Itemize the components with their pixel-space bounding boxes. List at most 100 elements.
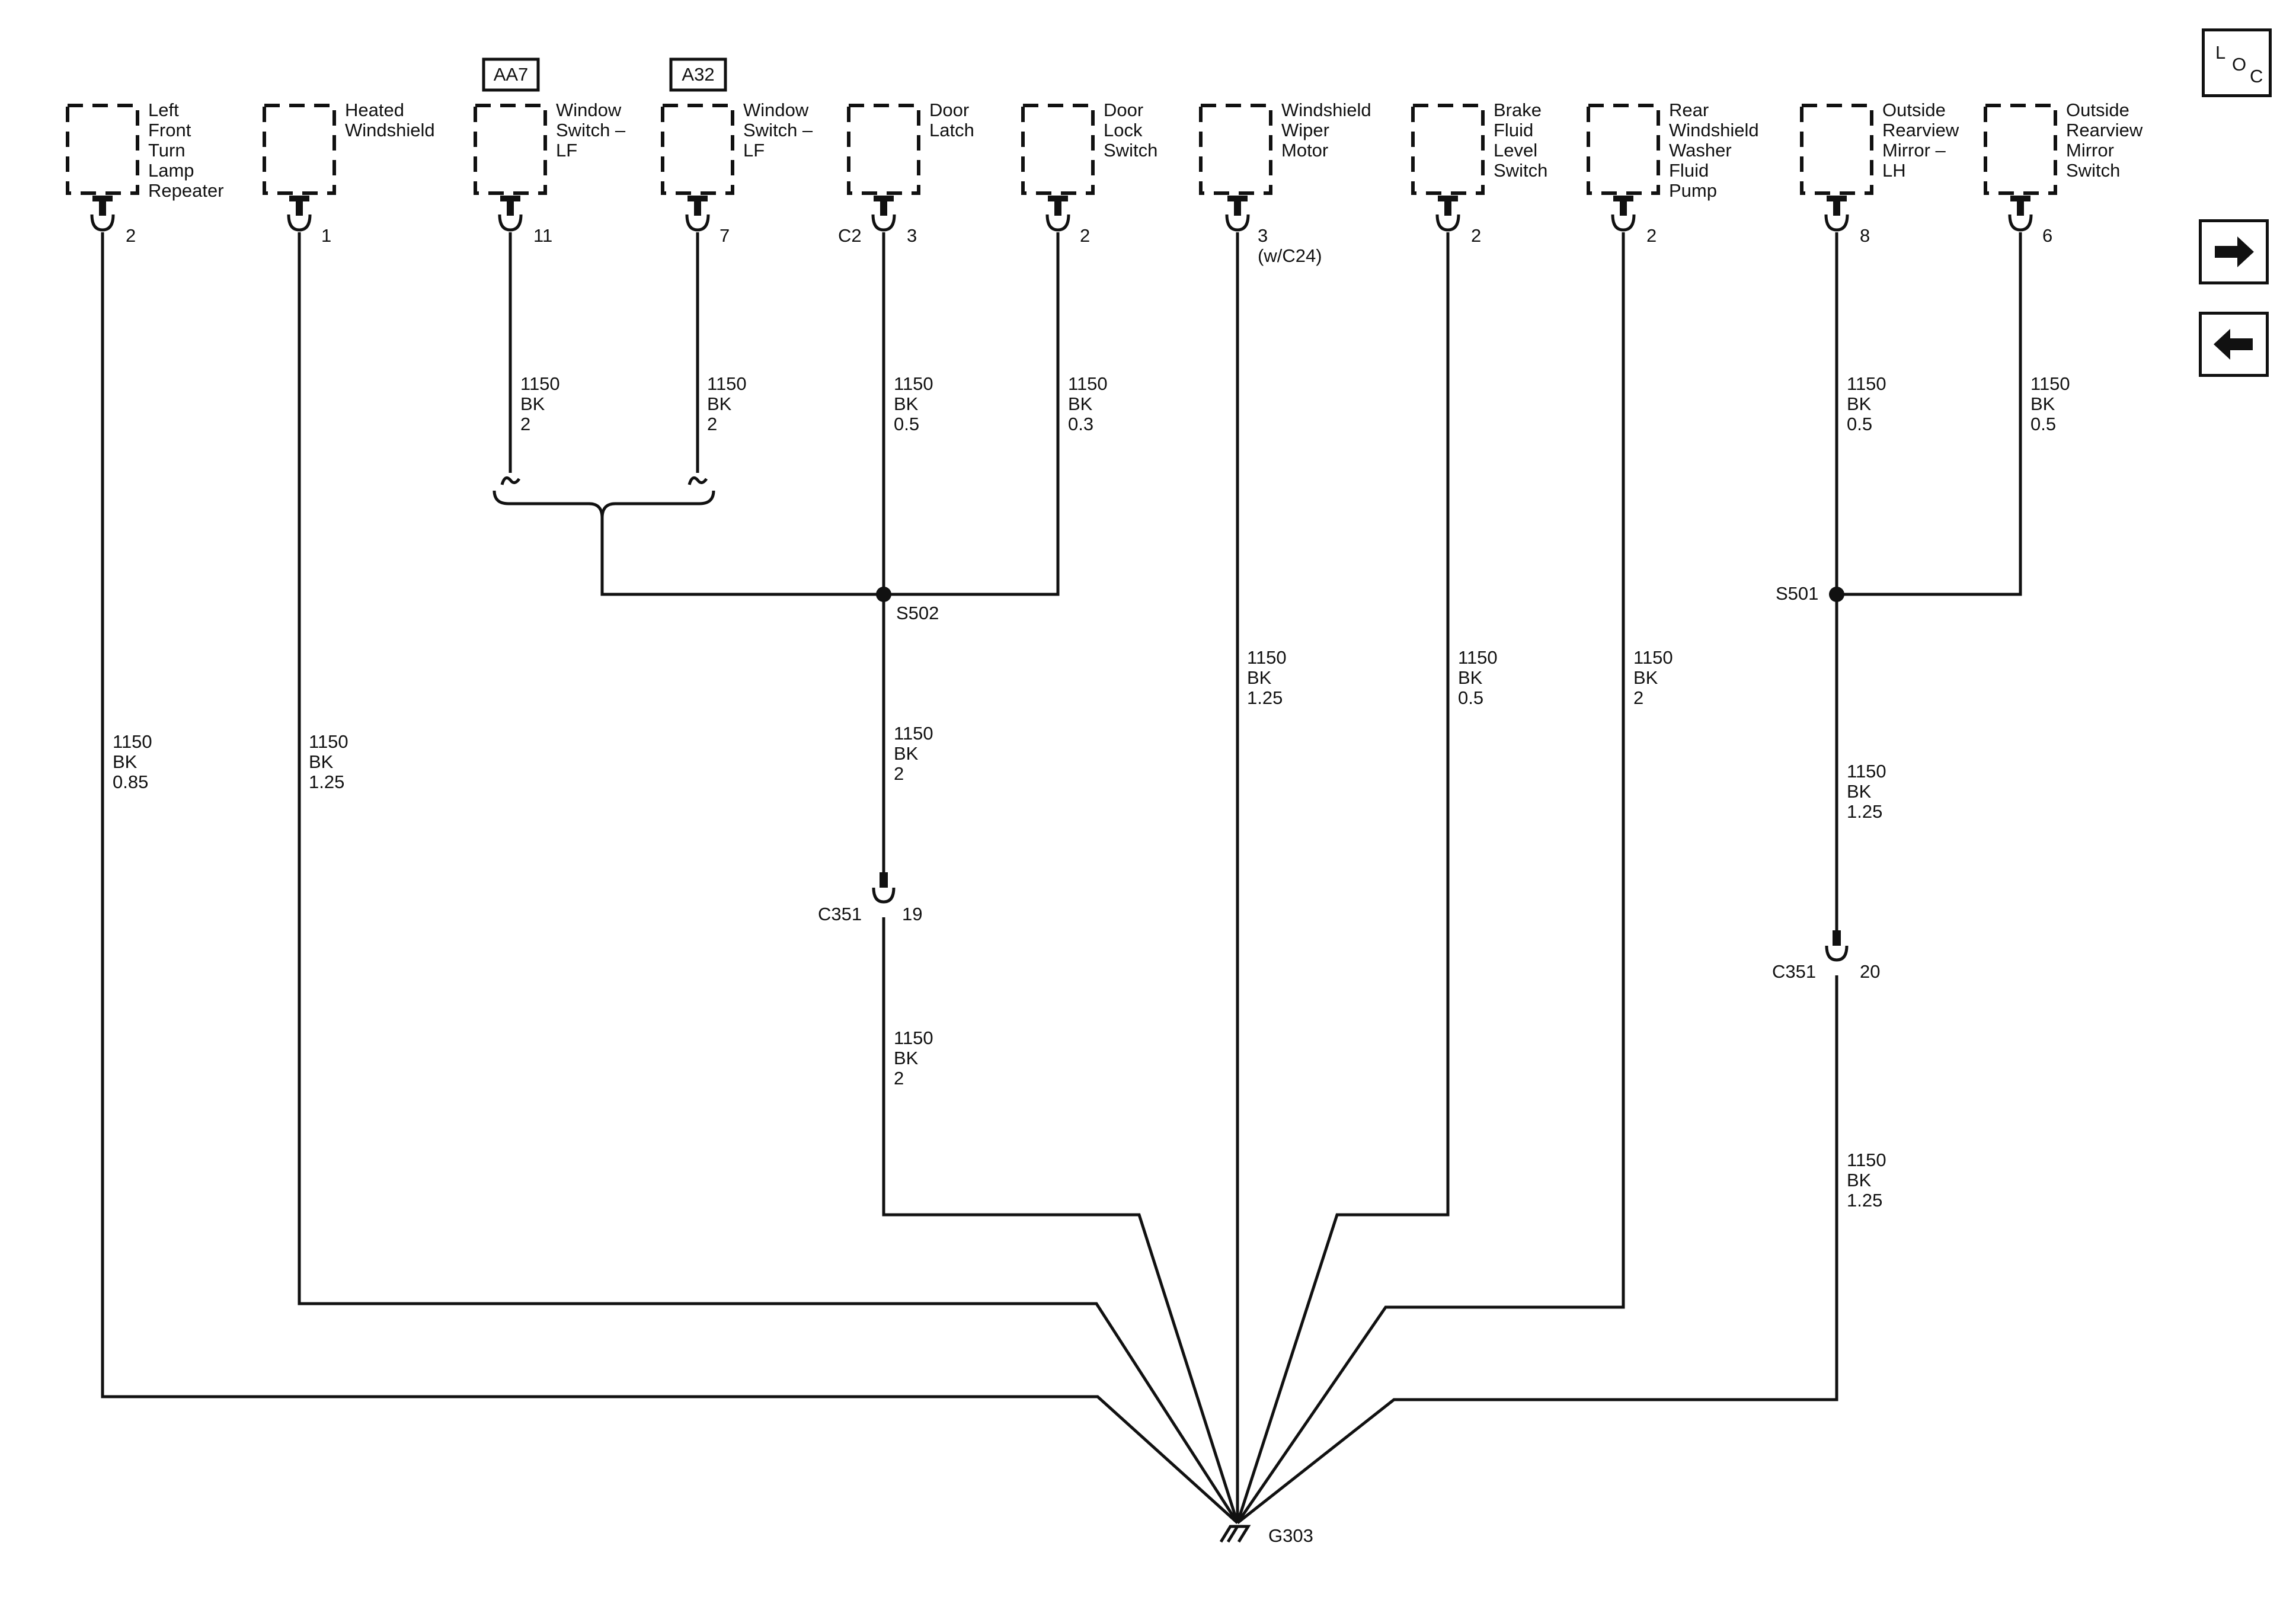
label-line: Outside: [2066, 100, 2129, 120]
label-line: Rearview: [1882, 120, 1959, 140]
wire-color: BK: [1068, 393, 1093, 414]
wire-color: BK: [1458, 667, 1483, 688]
wire-circuit: 1150: [894, 373, 933, 394]
wire-door-lock-switch: [884, 232, 1060, 596]
option-box-aa7: [482, 57, 540, 92]
component-label-window-switch-lf-aa7: Window Switch – LF: [556, 100, 626, 161]
wire-circuit: 1150: [1847, 1150, 1886, 1170]
splice-label-s502: S502: [896, 603, 939, 623]
wire-label-window-aa7: 1150 BK 2: [520, 373, 560, 434]
wire-size: 0.5: [1458, 687, 1483, 708]
component-label-outside-rearview-mirror-switch: Outside Rearview Mirror Switch: [2066, 100, 2143, 181]
pin-number: 3: [907, 225, 917, 246]
component-label-brake-fluid-level-switch: Brake Fluid Level Switch: [1494, 100, 1547, 181]
wire-repeater: [101, 232, 1239, 1524]
terminal-window-switch-lf-a32: [685, 196, 710, 232]
label-line: Outside: [1882, 100, 1946, 120]
label-line: Switch –: [556, 120, 626, 140]
wire-label-window-a32: 1150 BK 2: [707, 373, 747, 434]
label-line: Windshield: [345, 120, 435, 140]
wire-circuit: 1150: [1247, 647, 1287, 668]
component-box-brake-fluid-level-switch: [1411, 104, 1485, 195]
option-box-a32: [669, 57, 727, 92]
wire-size: 2: [894, 763, 904, 784]
terminal-brake-fluid-level-switch: [1435, 196, 1460, 232]
wire-circuit: 1150: [1847, 373, 1886, 394]
connector-pin-c351-right: 20: [1860, 961, 1880, 982]
wire-brace-to-s502: [600, 518, 884, 596]
wire-circuit: 1150: [2030, 373, 2070, 394]
label-line: Latch: [929, 120, 974, 140]
pin-number: 2: [1646, 225, 1657, 246]
prev-page-button[interactable]: [2199, 312, 2269, 377]
pin-number: 8: [1860, 225, 1870, 246]
terminal-left-front-turn-lamp-repeater: [90, 196, 115, 232]
wire-label-door-lock: 1150 BK 0.3: [1068, 373, 1108, 434]
pin-number: 2: [126, 225, 136, 246]
wire-rear-washer-pump: [1236, 232, 1625, 1524]
label-line: Turn: [148, 140, 186, 161]
wire-label-mirror-switch: 1150 BK 0.5: [2030, 373, 2070, 434]
component-box-window-switch-lf-a32: [661, 104, 734, 195]
wire-size: 2: [894, 1068, 904, 1089]
wire-size: 0.3: [1068, 414, 1093, 434]
connector-pin-c351-left: 19: [902, 904, 922, 924]
component-label-window-switch-lf-a32: Window Switch – LF: [743, 100, 813, 161]
wire-outside-mirror-switch: [1837, 232, 2022, 596]
wire-circuit: 1150: [113, 731, 152, 752]
wire-size: 1.25: [309, 772, 344, 792]
wire-color: BK: [2030, 393, 2055, 414]
wire-break-mark: [687, 476, 708, 485]
ground-symbol-icon: [1219, 1525, 1251, 1543]
component-box-outside-rearview-mirror-switch: [1984, 104, 2057, 195]
wire-color: BK: [1847, 393, 1872, 414]
component-label-windshield-wiper-motor: Windshield Wiper Motor: [1281, 100, 1371, 161]
label-line: Front: [148, 120, 191, 140]
pin-number: 2: [1471, 225, 1481, 246]
wire-circuit: 1150: [1633, 647, 1673, 668]
inline-connector-c351-20: [1825, 930, 1849, 962]
loc-button[interactable]: L O C: [2202, 28, 2272, 97]
wire-color: BK: [1847, 781, 1872, 802]
wire-label-c351b-down: 1150 BK 1.25: [1847, 1150, 1886, 1211]
component-box-left-front-turn-lamp-repeater: [66, 104, 139, 195]
wire-label-repeater: 1150 BK 0.85: [113, 731, 152, 792]
wire-size: 1.25: [1247, 687, 1283, 708]
wire-circuit: 1150: [707, 373, 747, 394]
pin-note: (w/C24): [1258, 245, 1322, 266]
label-line: Repeater: [148, 180, 224, 201]
wire-color: BK: [1847, 1170, 1872, 1190]
wire-circuit: 1150: [309, 731, 348, 752]
splice-s502: [876, 587, 891, 602]
wire-brake-fluid-level-switch: [1236, 232, 1450, 1523]
next-page-button[interactable]: [2199, 219, 2269, 284]
wire-size: 2: [1633, 687, 1643, 708]
wire-label-mirror-lh: 1150 BK 0.5: [1847, 373, 1886, 434]
splice-s501: [1829, 587, 1844, 602]
component-box-rear-windshield-washer-fluid-pump: [1587, 104, 1660, 195]
wire-size: 2: [707, 414, 717, 434]
wire-color: BK: [520, 393, 545, 414]
terminal-window-switch-lf-aa7: [498, 196, 523, 232]
component-label-left-front-turn-lamp-repeater: Left Front Turn Lamp Repeater: [148, 100, 224, 201]
loc-letter-o: O: [2232, 54, 2247, 75]
label-line: Left: [148, 100, 179, 120]
label-line: Washer: [1669, 140, 1732, 161]
terminal-rear-windshield-washer-fluid-pump: [1611, 196, 1636, 232]
wire-size: 1.25: [1847, 801, 1882, 822]
label-line: Heated: [345, 100, 404, 120]
label-line: Switch: [1104, 140, 1157, 161]
splice-label-s501: S501: [1776, 583, 1818, 604]
wire-c351-19-to-ground: [882, 917, 1239, 1523]
pin-number: 1: [321, 225, 331, 246]
label-line: LF: [743, 140, 765, 161]
connector-name-c351-left: C351: [818, 904, 862, 924]
label-line: LF: [556, 140, 577, 161]
component-label-rear-windshield-washer-fluid-pump: Rear Windshield Washer Fluid Pump: [1669, 100, 1759, 201]
component-label-outside-rearview-mirror-lh: Outside Rearview Mirror – LH: [1882, 100, 1959, 181]
wire-label-s501-down: 1150 BK 1.25: [1847, 761, 1886, 822]
wire-circuit: 1150: [894, 723, 933, 744]
terminal-windshield-wiper-motor: [1225, 196, 1250, 232]
wire-color: BK: [894, 393, 919, 414]
option-label-aa7: AA7: [494, 64, 529, 85]
